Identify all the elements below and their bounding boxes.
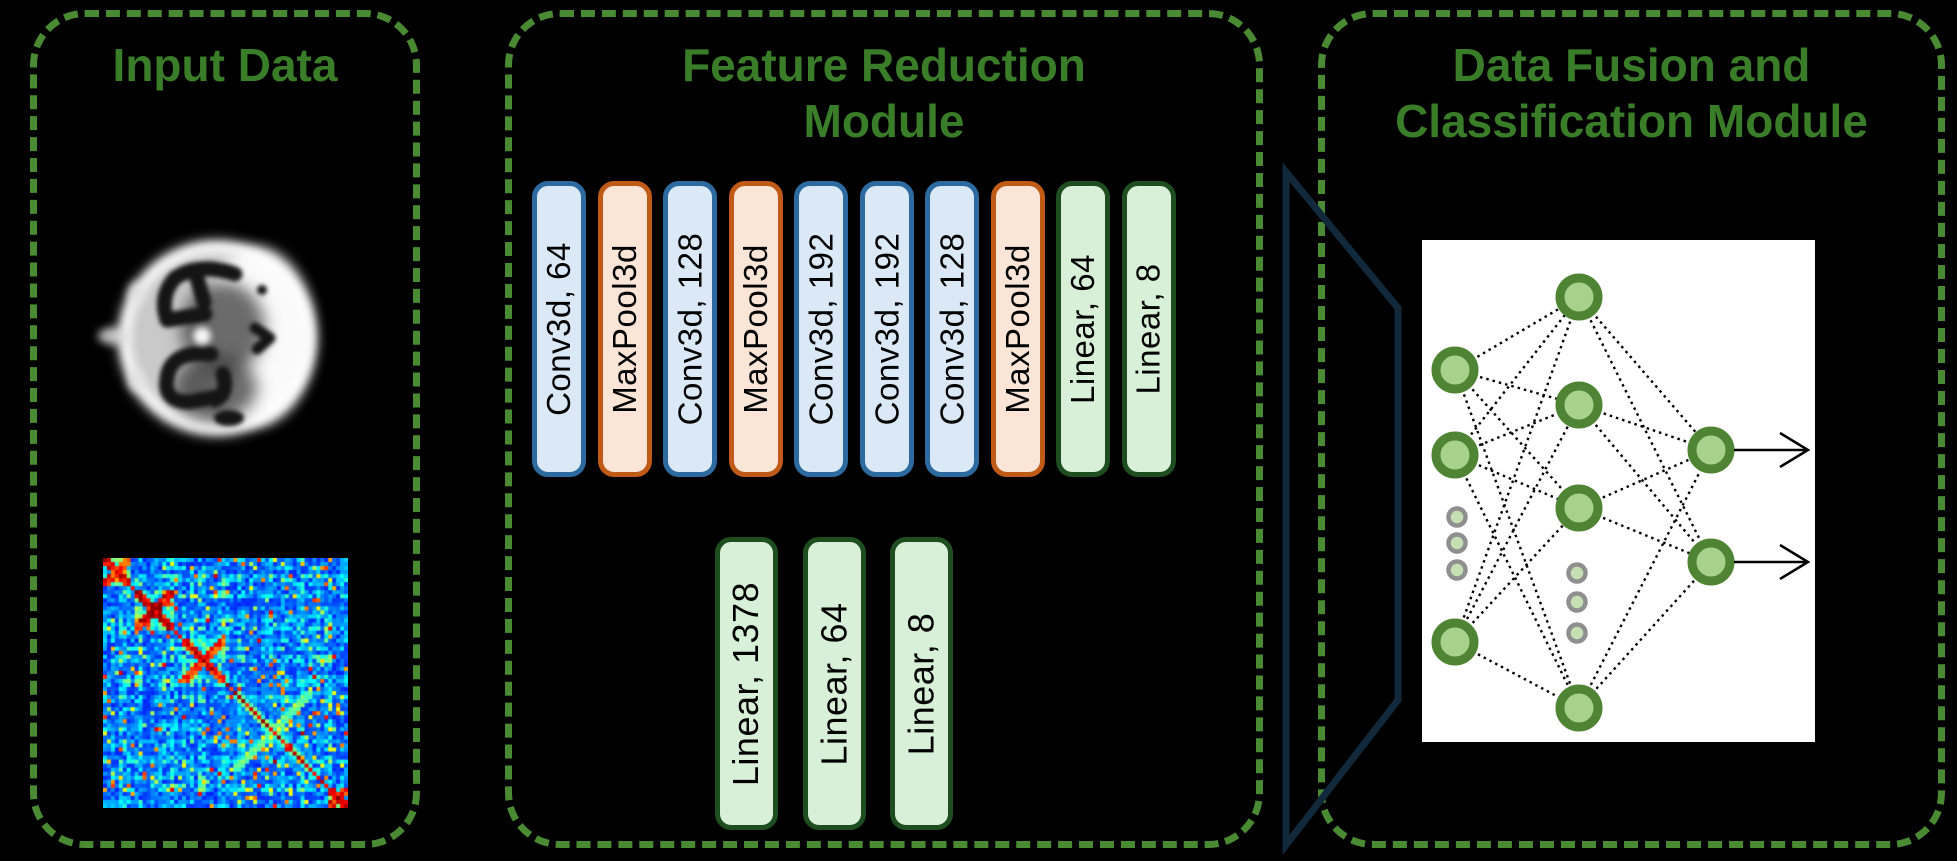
brain-scan-image	[85, 178, 345, 488]
layer-pill-linear-8b: Linear, 8	[890, 537, 953, 830]
mlp-network-graphic	[1431, 273, 1811, 732]
data-fusion-title-line1: Data Fusion and	[1452, 39, 1811, 91]
layer-label: MaxPool3d	[606, 244, 644, 414]
input-node	[1431, 346, 1479, 394]
input-ellipsis-dot	[1446, 506, 1468, 528]
layer-pill-linear-8a: Linear, 8	[1122, 181, 1176, 477]
connection-line	[1454, 296, 1580, 456]
hidden-ellipsis-dot	[1566, 562, 1588, 584]
hidden-node	[1555, 381, 1603, 429]
connection-line	[1453, 404, 1581, 643]
mlp-diagram-panel	[1422, 240, 1815, 742]
layer-label: Conv3d, 64	[540, 242, 578, 416]
layer-label: Conv3d, 128	[933, 232, 971, 426]
hidden-ellipsis-dot	[1566, 591, 1588, 613]
hidden-node	[1555, 484, 1603, 532]
layer-pill-linear-64b: Linear, 64	[803, 537, 866, 830]
layer-pill-linear-64a: Linear, 64	[1056, 181, 1110, 477]
feature-reduction-title-line1: Feature Reduction	[682, 39, 1086, 91]
layer-label: MaxPool3d	[737, 244, 775, 414]
input-data-module: Input Data	[30, 10, 420, 848]
connectivity-matrix-image	[103, 558, 348, 808]
data-fusion-title-line2: Classification Module	[1395, 95, 1868, 147]
layer-pill-maxpool3d-1: MaxPool3d	[598, 181, 652, 477]
layer-label: MaxPool3d	[999, 244, 1037, 414]
layer-label: Linear, 8	[1130, 263, 1168, 395]
connection-line	[1578, 404, 1712, 563]
connection-line	[1578, 448, 1712, 510]
feature-reduction-module: Feature Reduction Module	[505, 10, 1263, 848]
connection-line	[1578, 561, 1712, 709]
connection-line	[1577, 296, 1713, 563]
layer-pill-linear-1378: Linear, 1378	[715, 537, 778, 830]
output-arrow-head	[1779, 431, 1811, 469]
funnel-outline	[1282, 162, 1402, 856]
layer-pill-maxpool3d-3: MaxPool3d	[991, 181, 1045, 477]
output-node	[1687, 426, 1735, 474]
hidden-node	[1555, 273, 1603, 321]
connection-line	[1454, 295, 1580, 372]
layer-pill-conv3d-64: Conv3d, 64	[532, 181, 586, 477]
input-data-title: Input Data	[112, 39, 338, 91]
connection-line	[1453, 454, 1581, 709]
layer-label: Conv3d, 192	[802, 232, 840, 426]
input-ellipsis-dot	[1446, 532, 1468, 554]
layer-pill-maxpool3d-2: MaxPool3d	[729, 181, 783, 477]
connection-line	[1578, 296, 1712, 451]
data-fusion-module: Data Fusion and Classification Module	[1318, 10, 1945, 848]
connection-line	[1453, 369, 1581, 709]
feature-reduction-title-line2: Module	[803, 95, 965, 147]
layer-pill-conv3d-192b: Conv3d, 192	[860, 181, 914, 477]
input-ellipsis-dot	[1446, 559, 1468, 581]
output-node	[1687, 538, 1735, 586]
hidden-node	[1555, 684, 1603, 732]
connection-line	[1577, 449, 1713, 709]
connection-line	[1453, 296, 1581, 643]
connection-line	[1578, 506, 1712, 564]
layer-pill-conv3d-128b: Conv3d, 128	[925, 181, 979, 477]
layer-pill-conv3d-128a: Conv3d, 128	[663, 181, 717, 477]
input-node	[1431, 618, 1479, 666]
layer-label: Linear, 1378	[725, 581, 767, 786]
layer-label: Linear, 8	[900, 612, 942, 755]
hidden-ellipsis-dot	[1566, 622, 1588, 644]
connection-line	[1454, 369, 1580, 509]
layer-label: Conv3d, 128	[671, 232, 709, 426]
layer-label: Linear, 64	[1064, 254, 1101, 404]
input-node	[1431, 431, 1479, 479]
connection-line	[1454, 507, 1580, 643]
data-fusion-title: Data Fusion and Classification Module	[1335, 37, 1928, 149]
layer-label: Conv3d, 192	[868, 232, 906, 426]
output-arrow-head	[1779, 543, 1811, 581]
layer-label: Linear, 64	[813, 601, 855, 766]
fusion-funnel-shape	[1282, 162, 1402, 856]
layer-pill-conv3d-192a: Conv3d, 192	[794, 181, 848, 477]
feature-reduction-title: Feature Reduction Module	[522, 37, 1246, 149]
